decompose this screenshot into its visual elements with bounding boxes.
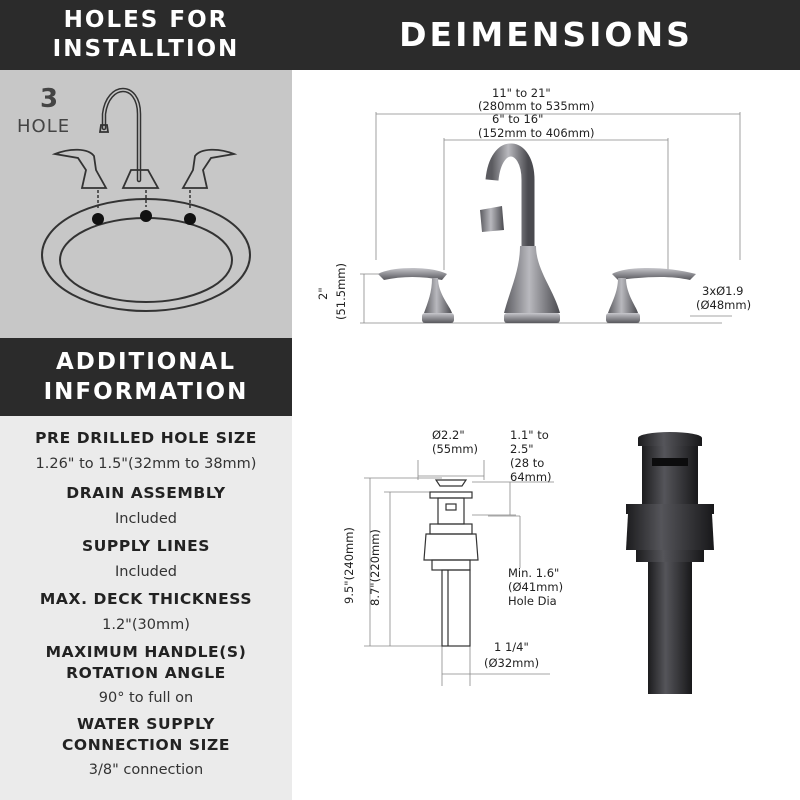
- spout-tip: [480, 206, 504, 232]
- thread-label-4: 64mm): [510, 470, 552, 484]
- thread-label-2: 2.5": [510, 442, 534, 456]
- spec-label-supply: SUPPLY LINES: [81, 537, 211, 555]
- drain-cap-outline: [434, 479, 468, 487]
- hole-left: [92, 213, 104, 225]
- hole-center: [140, 210, 152, 222]
- thread-label-3: (28 to: [510, 456, 545, 470]
- spec-label-connection-line1: WATER SUPPLY: [76, 715, 216, 733]
- spec-label-rotation-line1: MAXIMUM HANDLE(S): [45, 643, 247, 661]
- overall-width-mm-label: (280mm to 535mm): [478, 99, 595, 113]
- hole-dia-label-1: Min. 1.6": [508, 566, 560, 580]
- drain-dimension-drawing: [364, 460, 554, 686]
- spec-label-connection-line2: CONNECTION SIZE: [61, 736, 231, 754]
- cap-diameter-label: Ø2.2": [432, 428, 465, 442]
- spec-label-deck: MAX. DECK THICKNESS: [39, 590, 253, 608]
- base-diameter-mm-label: (Ø48mm): [696, 298, 752, 312]
- left-lever-icon: [378, 268, 447, 280]
- hole-label: HOLE: [17, 116, 71, 137]
- spec-value-supply: Included: [115, 564, 177, 580]
- holes-illustration-panel: 3 HOLE: [0, 70, 292, 338]
- sink-inner: [59, 217, 233, 303]
- faucet-dimension-drawing: [360, 112, 741, 324]
- spec-value-drain: Included: [115, 511, 177, 527]
- body-height-label: 8.7"(220mm): [368, 529, 382, 606]
- spread-label: 6" to 16": [492, 112, 544, 126]
- handle-height-mm-label: (51.5mm): [334, 263, 348, 320]
- info-header: ADDITIONAL INFORMATION: [0, 338, 292, 416]
- cap-diameter-mm-label: (55mm): [432, 442, 479, 456]
- spread-mm-label: (152mm to 406mm): [478, 126, 595, 140]
- overall-width-label: 11" to 21": [492, 86, 551, 100]
- hole-dia-label-2: (Ø41mm): [508, 580, 564, 594]
- base-diameter-label: 3xØ1.9: [702, 284, 744, 298]
- spout-outline: [101, 87, 142, 183]
- drain-line-drawing: [423, 479, 479, 647]
- pipe-diameter-mm-label: (Ø32mm): [484, 656, 540, 670]
- holes-title-line2: INSTALLTION: [52, 36, 240, 62]
- spec-value-hole-size: 1.26" to 1.5"(32mm to 38mm): [35, 456, 257, 472]
- hole-dia-label-3: Hole Dia: [508, 594, 557, 608]
- left-handle-icon: [51, 148, 108, 189]
- holes-title-line1: HOLES FOR: [63, 7, 229, 33]
- holes-header: HOLES FOR INSTALLTION: [0, 0, 292, 70]
- total-height-label: 9.5"(240mm): [342, 527, 356, 604]
- right-lever-icon: [612, 268, 696, 280]
- hole-count: 3: [40, 84, 59, 114]
- dimensions-header: DEIMENSIONS: [292, 0, 800, 70]
- spout-icon: [485, 143, 535, 246]
- spec-value-deck: 1.2"(30mm): [102, 617, 190, 633]
- pipe-diameter-label: 1 1/4": [494, 640, 529, 654]
- sink-outer: [41, 198, 251, 312]
- spec-label-drain: DRAIN ASSEMBLY: [66, 484, 226, 502]
- thread-label-1: 1.1" to: [510, 428, 549, 442]
- spout-base-plate: [504, 313, 560, 323]
- spout-body: [504, 246, 560, 313]
- spec-value-rotation: 90° to full on: [98, 690, 194, 706]
- spec-label-rotation-line2: ROTATION ANGLE: [66, 664, 226, 682]
- info-title-line2: INFORMATION: [43, 379, 249, 405]
- info-title-line1: ADDITIONAL: [55, 349, 237, 375]
- spout-base: [121, 169, 160, 189]
- sink-faucet-illustration: [41, 87, 251, 312]
- handle-height-label: 2": [316, 287, 330, 300]
- drain-product-photo: [626, 432, 714, 694]
- right-handle-icon: [181, 148, 238, 189]
- hole-right: [184, 213, 196, 225]
- spec-value-connection: 3/8" connection: [88, 762, 204, 778]
- spec-label-hole-size: PRE DRILLED HOLE SIZE: [35, 429, 257, 447]
